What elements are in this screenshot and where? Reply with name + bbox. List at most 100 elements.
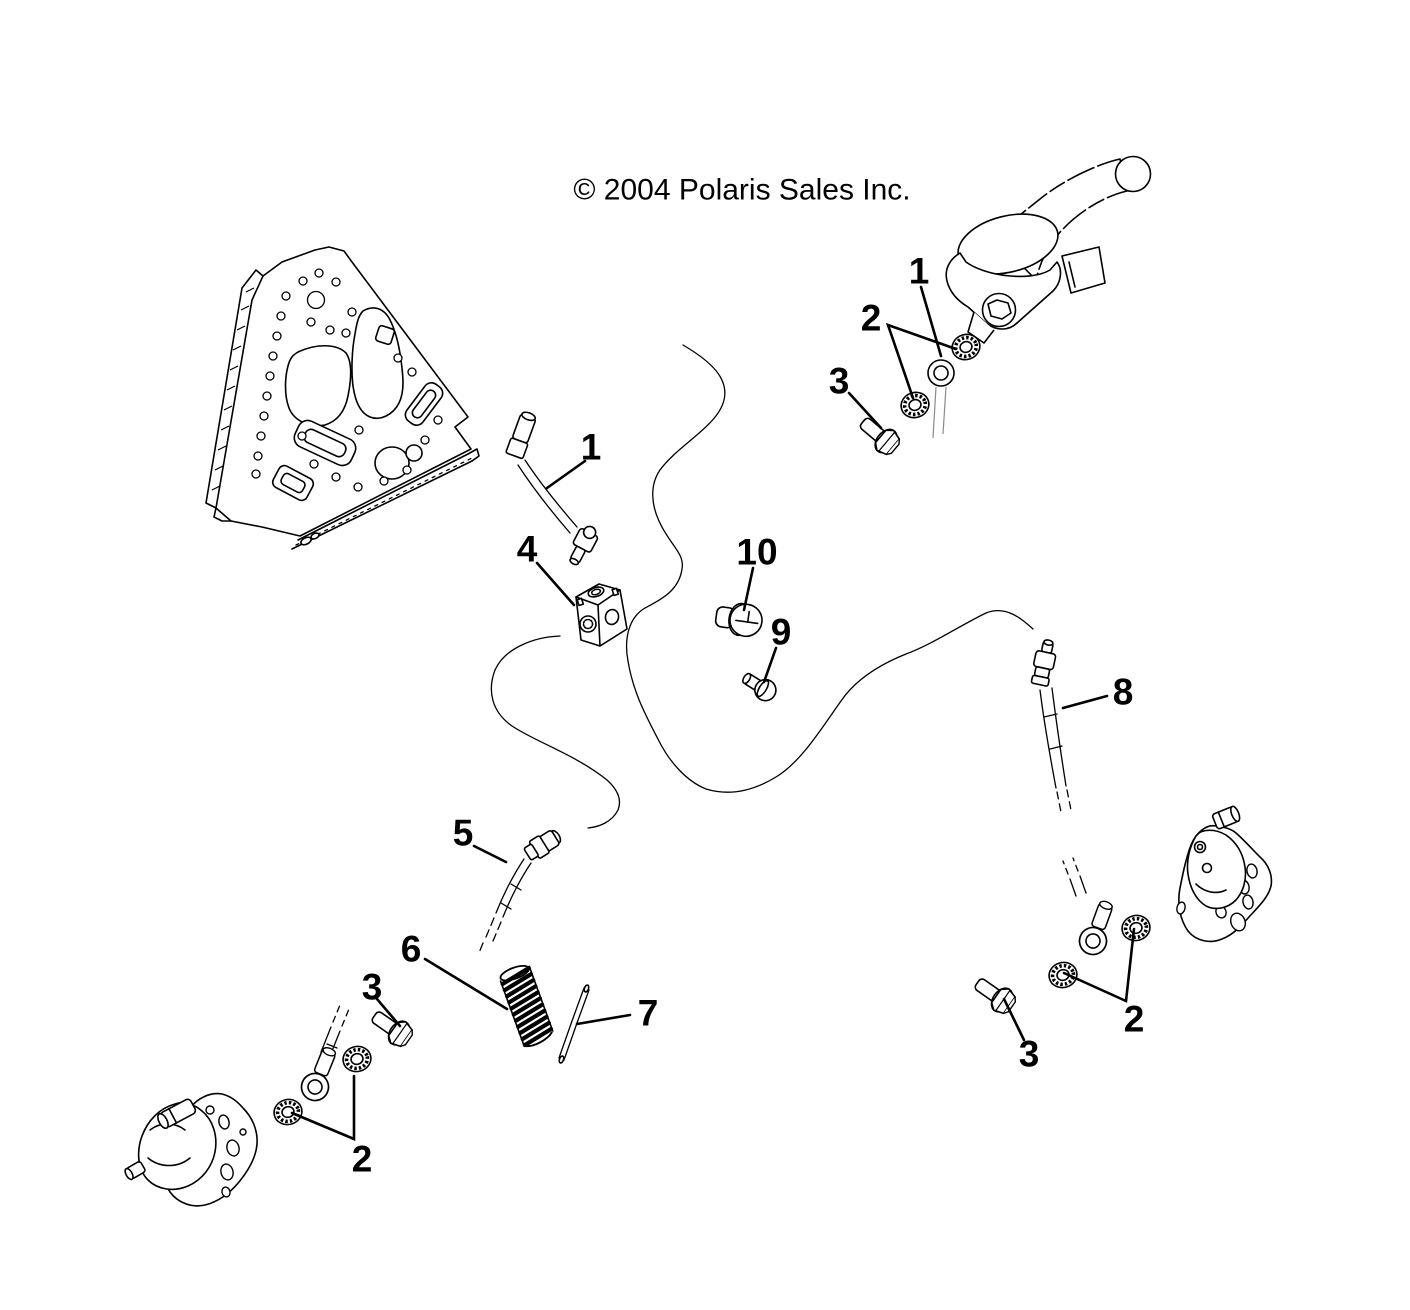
right-caliper-nut: [1201, 862, 1213, 874]
left-caliper-washer-left: [269, 1094, 307, 1130]
leader-line: [1062, 927, 1136, 1003]
panel-sill-rail: [291, 448, 480, 550]
rear-hose-tube-right: [1051, 687, 1067, 787]
callout-right-caliper-washers: 2: [1062, 927, 1144, 1040]
left-caliper-lug: [124, 1161, 146, 1181]
callout-spring: 6: [401, 929, 509, 1011]
spring-part: [499, 964, 554, 1048]
front-hose-tube-right: [502, 862, 532, 918]
outlet-boss-hex: [987, 299, 1012, 320]
callout-label: 1: [909, 251, 930, 292]
leader-line: [535, 561, 576, 607]
panel-holes: [251, 268, 443, 492]
leader-line: [762, 646, 778, 684]
panel-bracket-upper: [374, 324, 396, 346]
brake-line-part: [505, 411, 599, 566]
block-front-port: [579, 615, 597, 633]
line-tube-right: [517, 464, 571, 534]
callout-pin: 7: [575, 993, 659, 1034]
callout-label: 6: [401, 929, 422, 970]
rear-hose-part: [1030, 639, 1072, 813]
callout-left-caliper-washers: 2: [290, 1074, 373, 1180]
callouts: 1 2 3 1 4 5 6 7: [290, 251, 1144, 1180]
left-caliper-banjo-bolt: [366, 1004, 418, 1052]
block-nub-left: [576, 597, 585, 607]
callout-label: 2: [352, 1139, 373, 1180]
front-hose-tube-left: [495, 858, 525, 914]
block-front-port-thread: [582, 618, 594, 630]
callout-front-brake-hose: 5: [453, 813, 508, 864]
front-hose-part: [478, 829, 562, 954]
right-caliper-hose-end: [1062, 857, 1121, 960]
leader-line: [1002, 997, 1026, 1042]
callout-label: 3: [1019, 1034, 1040, 1075]
sealing-washer-lower: [896, 386, 934, 424]
callout-label: 4: [517, 529, 538, 570]
callout-plug: 10: [736, 532, 778, 612]
callout-left-caliper-bolt: 3: [362, 967, 402, 1028]
callout-master-cylinder-bolt: 3: [829, 361, 883, 430]
master-cylinder-fittings: [853, 328, 985, 460]
callout-label: 5: [453, 813, 474, 854]
right-caliper-jaw-line: [1195, 883, 1227, 894]
callout-rear-brake-hose: 8: [1061, 672, 1134, 713]
line-end-eyelet-bore: [933, 365, 949, 381]
rear-hose-routing-curve: [625, 344, 1034, 793]
left-caliper-hose-end: [296, 1004, 350, 1106]
hose-routing-curves: [490, 344, 1034, 829]
right-caliper-bleeder: [1193, 840, 1207, 854]
callout-master-cylinder-washers: 2: [861, 298, 958, 400]
callout-label: 8: [1113, 672, 1134, 713]
callout-label: 2: [861, 298, 882, 339]
leader-line: [545, 459, 587, 490]
block-nub-right: [611, 587, 620, 597]
leader-line: [290, 1074, 356, 1141]
right-caliper-assembly: [1176, 805, 1273, 943]
left-caliper-cylinder: [157, 1098, 197, 1130]
panel-cutout-left: [284, 344, 352, 427]
leader-line: [375, 997, 402, 1028]
junction-block-part: [575, 583, 628, 647]
master-cylinder-assembly: [945, 155, 1152, 344]
right-caliper-bleeder-bore: [1196, 843, 1204, 851]
lever-ball-end: [1114, 155, 1152, 193]
panel-bracket-lower-left: [271, 464, 315, 502]
callout-screw: 9: [762, 612, 792, 684]
plug-part: [714, 602, 763, 638]
panel-keyhole-tab: [405, 444, 423, 462]
block-front-edge: [597, 604, 601, 647]
bulkhead-panel: [205, 246, 480, 550]
left-caliper-washer-right: [338, 1041, 376, 1077]
block-side-port: [604, 608, 620, 626]
leader-line: [885, 322, 958, 400]
callout-label: 10: [736, 532, 777, 573]
panel-left-thickness: [205, 269, 264, 509]
callout-label: 1: [581, 427, 602, 468]
pin-part: [558, 984, 590, 1064]
leader-line: [742, 566, 755, 612]
leader-line: [1061, 694, 1109, 710]
right-caliper-washer-right: [1117, 910, 1155, 946]
leader-line: [919, 285, 943, 358]
callout-label: 3: [829, 361, 850, 402]
callout-label: 9: [771, 612, 792, 653]
right-caliper-banjo-bolt: [969, 971, 1021, 1019]
right-caliper-washer-left: [1044, 957, 1082, 993]
leader-line: [575, 1013, 632, 1026]
leader-line: [847, 391, 883, 430]
panel-foot: [213, 507, 232, 522]
mounting-clamp: [1061, 246, 1106, 294]
rear-hose-tube-fade: [1056, 789, 1072, 813]
outlet-boss: [981, 292, 1017, 328]
clamp-split-line: [1068, 261, 1076, 288]
line-tube-faint-left: [932, 386, 937, 439]
callout-right-caliper-bolt: 3: [1002, 997, 1040, 1075]
right-caliper-cylinder: [1211, 805, 1241, 830]
copyright-text: © 2004 Polaris Sales Inc.: [573, 174, 910, 207]
line-tube-left: [524, 459, 578, 528]
block-top-port-thread: [590, 588, 602, 596]
callout-brake-line: 1: [545, 427, 602, 490]
callout-label: 7: [638, 993, 659, 1034]
